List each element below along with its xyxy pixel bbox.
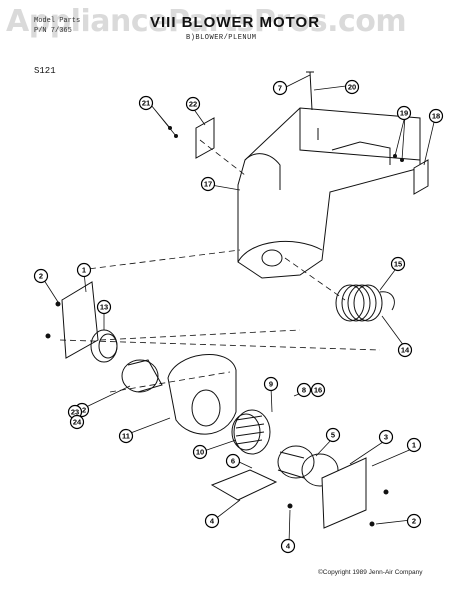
- header-model-label: Model Parts: [34, 17, 81, 25]
- svg-text:4: 4: [286, 542, 291, 551]
- callout-17: 17: [200, 176, 216, 192]
- copyright-notice: ©Copyright 1989 Jenn-Air Company: [318, 569, 423, 576]
- svg-text:11: 11: [122, 432, 130, 441]
- svg-text:14: 14: [401, 346, 410, 355]
- callout-4: 4: [280, 538, 296, 554]
- svg-text:21: 21: [142, 99, 150, 108]
- callout-21: 21: [138, 95, 154, 111]
- callout-19: 19: [396, 105, 412, 121]
- callout-14: 14: [397, 342, 413, 358]
- callout-18: 18: [428, 108, 444, 124]
- bracket: [195, 117, 215, 159]
- callout-20: 20: [344, 79, 360, 95]
- callout-7: 7: [272, 80, 288, 96]
- page-title: VIII BLOWER MOTOR: [150, 14, 321, 31]
- callout-6: 6: [225, 453, 241, 469]
- blower-wheel: [231, 409, 271, 455]
- callout-10: 10: [192, 444, 208, 460]
- page-subtitle: B)BLOWER/PLENUM: [186, 34, 257, 42]
- callout-1: 1: [76, 262, 92, 278]
- duct-section: [121, 359, 163, 393]
- svg-text:6: 6: [231, 457, 235, 466]
- svg-text:19: 19: [400, 109, 408, 118]
- svg-text:20: 20: [348, 83, 356, 92]
- svg-text:17: 17: [204, 180, 212, 189]
- svg-text:13: 13: [100, 303, 108, 312]
- svg-text:16: 16: [314, 386, 322, 395]
- svg-text:22: 22: [189, 100, 197, 109]
- svg-text:24: 24: [73, 418, 82, 427]
- svg-text:3: 3: [384, 433, 388, 442]
- callout-5: 5: [325, 427, 341, 443]
- svg-text:1: 1: [412, 441, 416, 450]
- callout-1: 1: [406, 437, 422, 453]
- blower-motor: [277, 445, 339, 487]
- side-bracket: [413, 159, 429, 195]
- svg-text:18: 18: [432, 112, 440, 121]
- motor-support-bracket: [210, 469, 278, 501]
- callout-4: 4: [204, 513, 220, 529]
- callout-9: 9: [263, 376, 279, 392]
- callout-16: 16: [310, 382, 326, 398]
- svg-text:2: 2: [39, 272, 43, 281]
- svg-text:4: 4: [210, 517, 215, 526]
- svg-text:9: 9: [269, 380, 273, 389]
- plenum-housing: [237, 107, 421, 279]
- callout-2: 2: [406, 513, 422, 529]
- left-mounting-plate: [61, 281, 99, 359]
- callout-15: 15: [390, 256, 406, 272]
- callout-24: 24: [69, 414, 85, 430]
- svg-text:8: 8: [302, 386, 306, 395]
- callout-2: 2: [33, 268, 49, 284]
- svg-text:1: 1: [82, 266, 86, 275]
- callout-8: 8: [296, 382, 312, 398]
- svg-text:12: 12: [78, 406, 86, 415]
- svg-text:15: 15: [394, 260, 402, 269]
- svg-text:10: 10: [196, 448, 204, 457]
- callout-13: 13: [96, 299, 112, 315]
- callout-22: 22: [185, 96, 201, 112]
- callout-11: 11: [118, 428, 134, 444]
- svg-text:23: 23: [71, 408, 79, 417]
- blower-housing: [167, 354, 237, 435]
- svg-text:2: 2: [412, 517, 416, 526]
- page-id: S121: [34, 66, 56, 76]
- callout-3: 3: [378, 429, 394, 445]
- svg-text:7: 7: [278, 84, 282, 93]
- svg-text:5: 5: [331, 431, 335, 440]
- header-part-number: P/N 7/365: [34, 27, 72, 35]
- motor-mounting-plate: [321, 457, 367, 529]
- heater-coil: [335, 284, 395, 322]
